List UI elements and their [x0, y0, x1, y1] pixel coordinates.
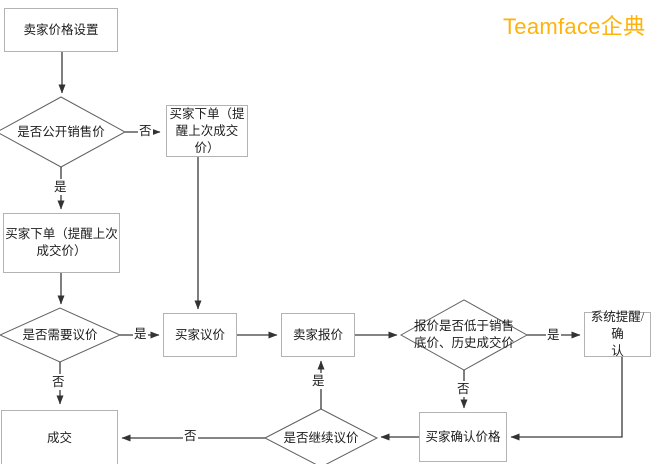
node-buyer-confirm-price: 买家确认价格: [419, 412, 507, 462]
node-deal: 成交: [1, 410, 118, 464]
node-buyer-bargain: 买家议价: [163, 313, 237, 357]
edge-label-public-yes: 是: [53, 179, 68, 195]
decision-continue-bargain: 是否继续议价: [283, 430, 359, 445]
node-seller-price-setting: 卖家价格设置: [4, 8, 118, 52]
teamface-logo: Teamface企典: [503, 14, 646, 39]
node-buyer-order-reminder-top: 买家下单（提 醒上次成交 价）: [166, 105, 248, 157]
edge-label-public-no: 否: [138, 123, 153, 139]
edge-label-need-yes: 是: [133, 326, 148, 342]
node-system-remind-confirm: 系统提醒/确 认: [584, 310, 651, 358]
edge-label-below-no: 否: [456, 381, 471, 397]
edge-label-continue-no: 否: [183, 428, 198, 444]
node-buyer-order-reminder-left: 买家下单（提醒上次 成交价）: [3, 213, 120, 273]
edge-label-continue-yes: 是: [311, 373, 326, 389]
decision-shape-continue-bargain: [263, 408, 379, 464]
edge-system-remind-to-buyer-confirm: [510, 357, 623, 441]
edge-label-need-no: 否: [51, 374, 66, 390]
decision-need-bargain: 是否需要议价: [22, 327, 98, 342]
node-seller-quote: 卖家报价: [281, 313, 355, 357]
decision-quote-below-floor: 报价是否低于销售 底价、历史成交价: [413, 319, 514, 350]
decision-is-price-public: 是否公开销售价: [17, 124, 105, 139]
edge-label-below-yes: 是: [546, 327, 561, 343]
